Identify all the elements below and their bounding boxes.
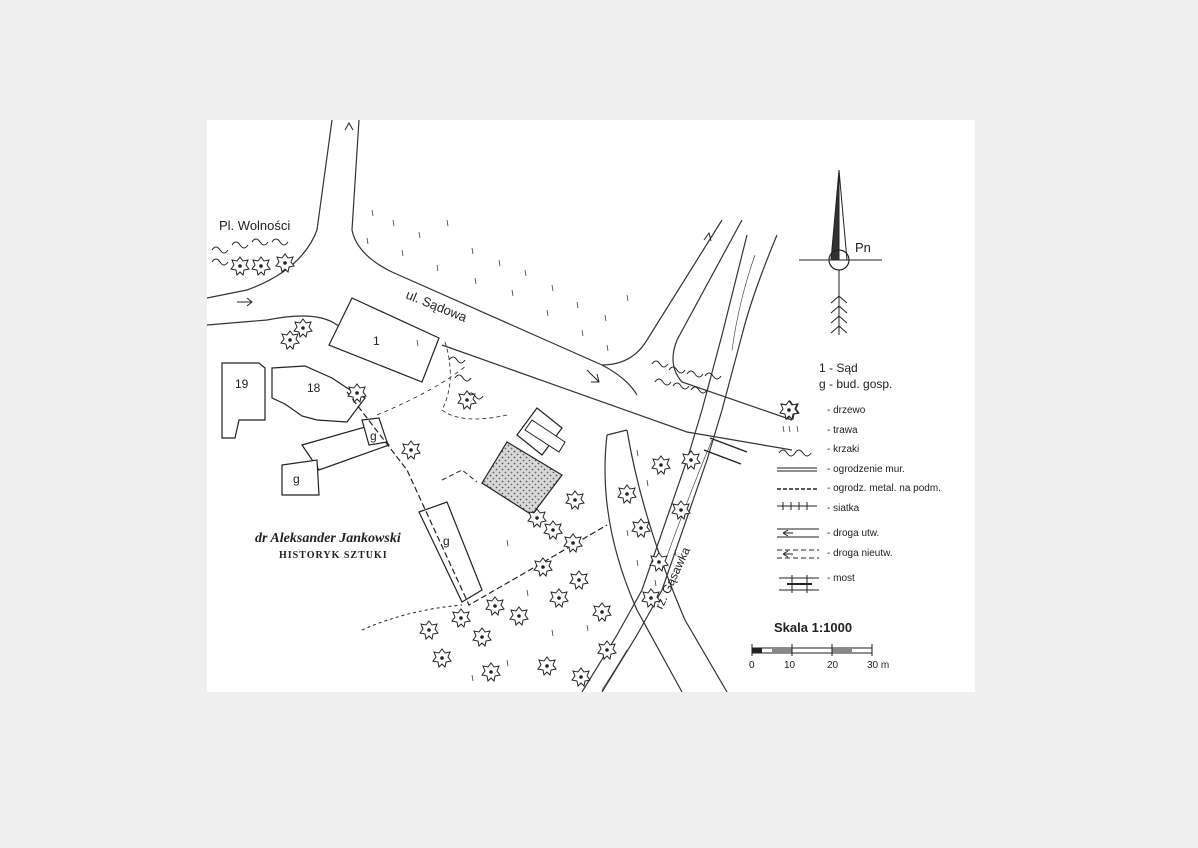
legend-item-unpaved-road: - droga nieutw. [827,547,893,559]
scale-tick-30: 30 m [867,660,890,671]
legend-key-g: g - bud. gosp. [819,377,892,391]
building-g-left [281,459,320,496]
north-arrow [799,169,882,335]
legend-key-1: 1 - Sąd [819,361,858,375]
building-g-small [361,417,388,446]
ruin-annex [524,419,566,453]
building-g-lower [418,501,483,603]
scale-title: Skala 1:1000 [774,620,852,635]
author-title: HISTORYK SZTUKI [279,550,388,561]
legend-item-shrubs: - krzaki [827,444,860,455]
building-18 [271,365,366,423]
author-name: dr Aleksander Jankowski [255,531,401,546]
parcel-18-label: 18 [307,381,321,395]
bridge [703,437,748,465]
legend-item-tree: - drzewo [827,405,866,416]
building-1-court [328,297,440,383]
grass-marks [366,209,677,682]
parcel-g-label-2: g [293,472,300,486]
parcel-1-label: 1 [373,334,380,348]
map-sheet: Pl. Wolności ul. Sądowa rz. Gąsawka 19 1… [207,120,975,692]
legend-list: - drzewo - trawa - krzaki - ogrodzenie m… [827,401,975,589]
parcel-g-label-3: g [443,534,450,548]
legend-item-wall-fence: - ogrodzenie mur. [827,463,905,475]
legend-item-grass: - trawa [827,424,858,436]
scale-tick-10: 10 [784,660,796,671]
legend-item-metal-fence: - ogrodz. metal. na podm. [827,483,941,494]
building-19 [221,362,266,439]
legend-item-paved-road: - droga utw. [827,528,880,539]
street-label: ul. Sądowa [404,287,470,325]
buildings [221,297,563,603]
fences [346,341,608,631]
parcel-g-label-1: g [370,429,377,443]
scale-tick-0: 0 [749,660,755,671]
north-label: Pn [855,240,871,255]
ruin-building [481,441,563,516]
legend-item-bridge: - most [827,573,855,584]
parcel-19-label: 19 [235,377,249,391]
road-arrows [237,121,712,383]
place-label: Pl. Wolności [219,218,290,233]
scale-bar [751,644,873,656]
legend-item-mesh-fence: - siatka [827,502,860,514]
legend-symbols [777,400,819,593]
road-network [207,120,793,692]
scale-ticks: 0 10 20 30 m [747,660,897,674]
site-plan-map: Pl. Wolności ul. Sądowa rz. Gąsawka 19 1… [207,120,892,692]
scale-tick-20: 20 [827,660,839,671]
river [581,234,778,692]
